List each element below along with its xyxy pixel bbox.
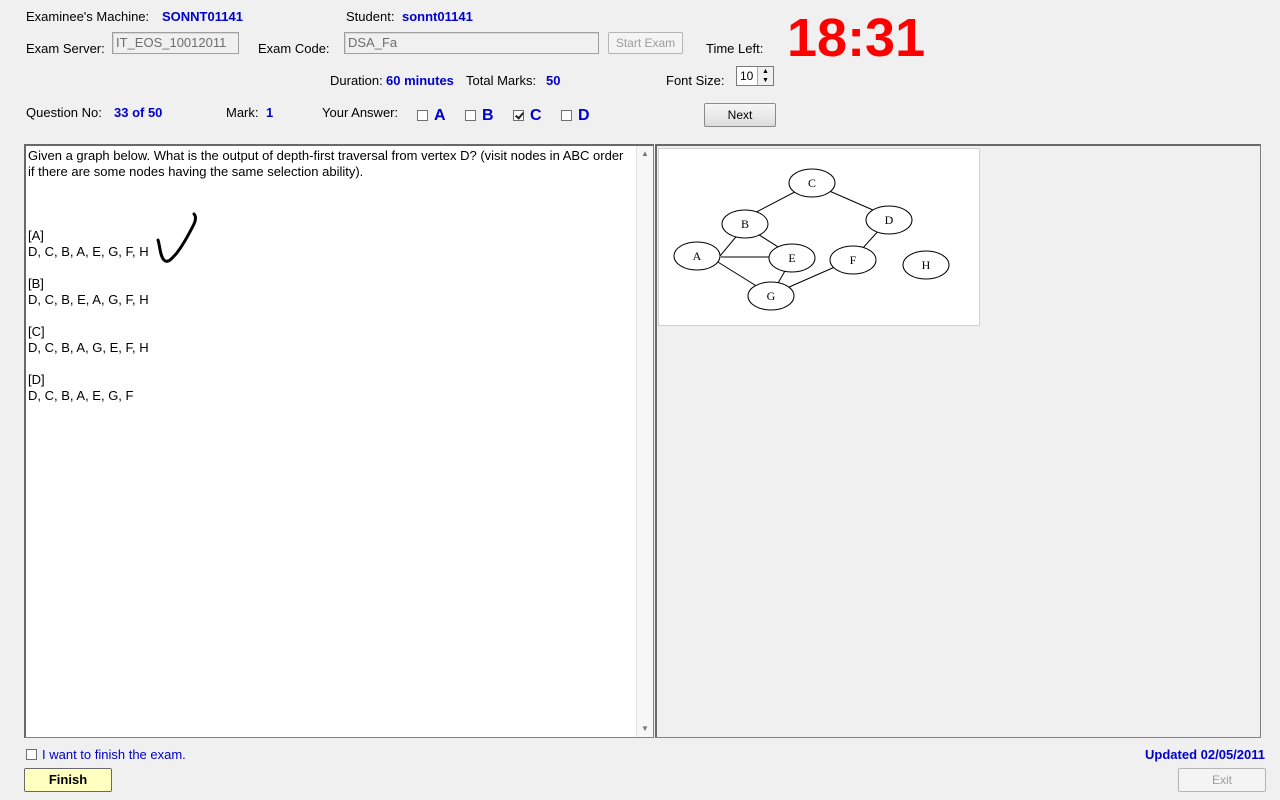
- student-value: sonnt01141: [402, 9, 473, 24]
- time-left-value: 18:31: [787, 8, 926, 68]
- node-c-shape: [788, 168, 836, 198]
- student-label: Student:: [346, 9, 395, 24]
- handwritten-check-mark: [156, 212, 197, 263]
- total-marks-value: 50: [546, 73, 561, 88]
- option-c-tag: [C]: [28, 324, 45, 339]
- node-g-shape: [747, 281, 795, 311]
- mark-label: Mark:: [226, 105, 259, 120]
- duration-value: 60 minutes: [386, 73, 454, 88]
- node-e-label: E: [788, 251, 795, 265]
- scroll-up-icon[interactable]: ▲: [641, 149, 649, 158]
- next-button[interactable]: Next: [704, 103, 776, 127]
- node-e-shape: [768, 243, 816, 273]
- question-line-2: if there are some nodes having the same …: [28, 164, 364, 179]
- option-b: [B] D, C, B, E, A, G, F, H: [28, 276, 636, 308]
- answer-d-checkbox[interactable]: [561, 110, 572, 121]
- start-exam-button[interactable]: Start Exam: [608, 32, 683, 54]
- option-c-text: D, C, B, A, G, E, F, H: [28, 340, 149, 355]
- node-h-label: H: [922, 258, 931, 272]
- exit-button[interactable]: Exit: [1178, 768, 1266, 792]
- option-d-text: D, C, B, A, E, G, F: [28, 388, 134, 403]
- server-label: Exam Server:: [26, 41, 105, 56]
- answer-c-checkbox[interactable]: [513, 110, 524, 121]
- question-pane[interactable]: Given a graph below. What is the output …: [24, 144, 654, 738]
- node-a-shape: [673, 241, 721, 271]
- answer-a-label[interactable]: A: [434, 107, 446, 124]
- code-label: Exam Code:: [258, 41, 330, 56]
- option-d: [D] D, C, B, A, E, G, F: [28, 372, 636, 404]
- node-d-shape: [865, 205, 913, 235]
- scroll-down-icon[interactable]: ▼: [641, 724, 649, 733]
- node-b-label: B: [741, 217, 749, 231]
- answer-b-label[interactable]: B: [482, 107, 494, 124]
- question-no-value: 33 of 50: [114, 105, 163, 120]
- answer-a-checkbox[interactable]: [417, 110, 428, 121]
- code-field[interactable]: DSA_Fa: [344, 32, 599, 54]
- option-d-tag: [D]: [28, 372, 45, 387]
- option-b-text: D, C, B, E, A, G, F, H: [28, 292, 149, 307]
- font-size-label: Font Size:: [666, 73, 725, 88]
- mark-value: 1: [266, 105, 274, 120]
- finish-button[interactable]: Finish: [24, 768, 112, 792]
- machine-value: SONNT01141: [162, 9, 243, 24]
- node-f-label: F: [850, 253, 857, 267]
- updated-label: Updated 02/05/2011: [1145, 747, 1265, 762]
- duration-label: Duration:: [330, 73, 383, 88]
- time-left-label: Time Left:: [706, 41, 764, 56]
- node-b-shape: [721, 209, 769, 239]
- question-text: Given a graph below. What is the output …: [28, 148, 636, 404]
- your-answer-label: Your Answer:: [322, 105, 399, 120]
- option-c: [C] D, C, B, A, G, E, F, H: [28, 324, 636, 356]
- font-size-value: 10: [740, 69, 754, 83]
- answer-b-checkbox[interactable]: [465, 110, 476, 121]
- server-field[interactable]: IT_EOS_10012011: [112, 32, 239, 54]
- graph-image: C B D A E F H G: [658, 148, 980, 326]
- node-a-label: A: [693, 249, 702, 263]
- option-a: [A] D, C, B, A, E, G, F, H: [28, 228, 636, 260]
- font-size-spinner[interactable]: 10 ▲ ▼: [736, 66, 774, 86]
- image-pane: C B D A E F H G: [655, 144, 1261, 738]
- answer-c-label[interactable]: C: [530, 107, 542, 124]
- node-g-label: G: [767, 289, 776, 303]
- machine-label: Examinee's Machine:: [26, 9, 150, 24]
- finish-confirm-checkbox[interactable]: [26, 749, 37, 760]
- option-a-tag: [A]: [28, 228, 44, 243]
- graph-nodes: [673, 168, 950, 311]
- spin-down-icon[interactable]: ▼: [757, 76, 773, 85]
- node-f-shape: [829, 245, 877, 275]
- option-b-tag: [B]: [28, 276, 44, 291]
- node-c-label: C: [808, 176, 816, 190]
- answer-d-label[interactable]: D: [578, 107, 590, 124]
- node-h-shape: [902, 250, 950, 280]
- graph-labels: C B D A E F H G: [693, 176, 931, 303]
- graph-svg: C B D A E F H G: [673, 168, 950, 311]
- graph-edges: [712, 182, 890, 296]
- total-marks-label: Total Marks:: [466, 73, 537, 88]
- finish-confirm-label[interactable]: I want to finish the exam.: [42, 747, 186, 762]
- question-line-1: Given a graph below. What is the output …: [28, 148, 624, 163]
- node-d-label: D: [885, 213, 894, 227]
- option-a-text: D, C, B, A, E, G, F, H: [28, 244, 149, 259]
- question-scrollbar[interactable]: ▲ ▼: [636, 146, 653, 737]
- question-no-label: Question No:: [26, 105, 102, 120]
